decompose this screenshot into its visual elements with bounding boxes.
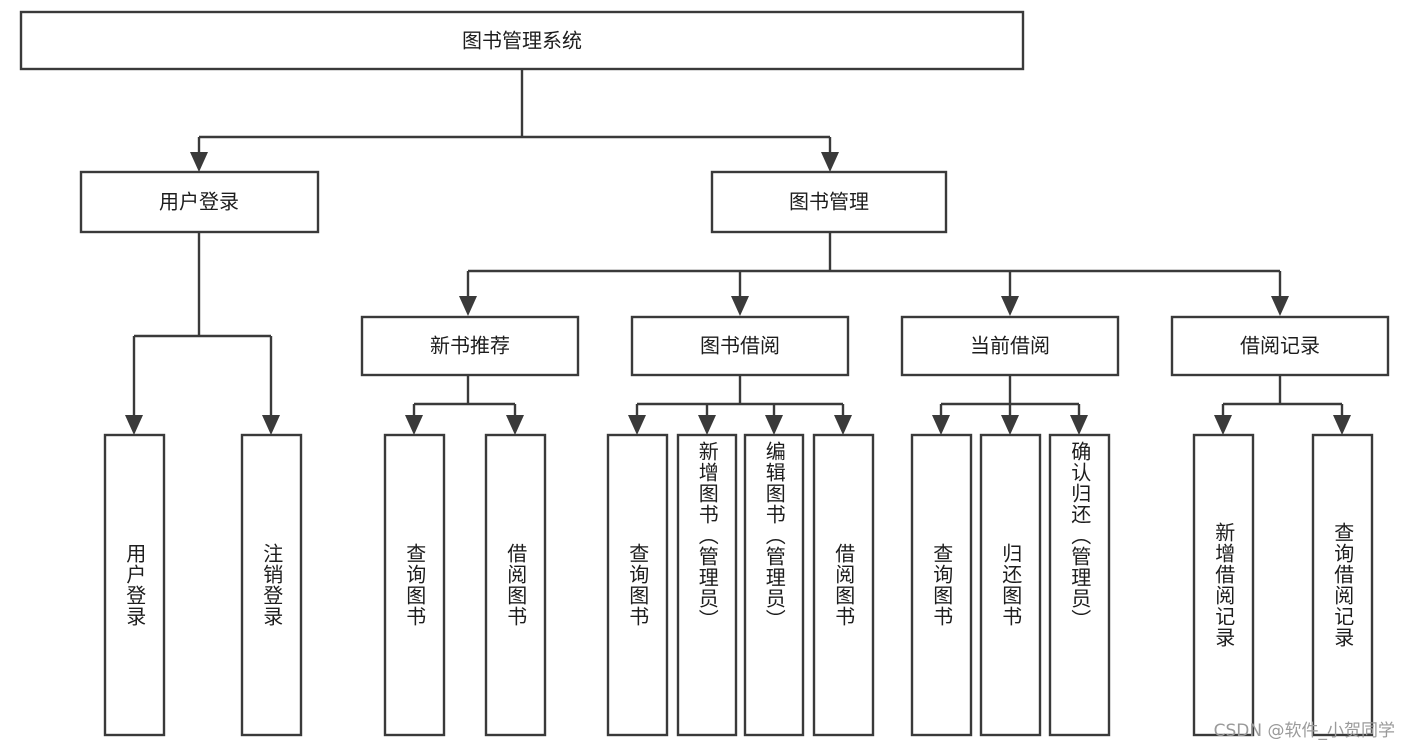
arrow-head-book-borrow [731, 296, 749, 316]
node-user-login[interactable]: 用户登录 [79, 170, 320, 234]
arrow-head-leaf-add-record [1214, 415, 1232, 435]
leaf-boxes [103, 433, 1374, 737]
node-book-borrow-box[interactable] [630, 315, 850, 377]
node-root-label: 图书管理系统 [462, 29, 582, 53]
leaf-box-borrow-book-b[interactable] [812, 433, 875, 737]
leaf-box-user-login[interactable] [103, 433, 166, 737]
connector-group-borrow-record [1214, 375, 1351, 435]
arrow-head-leaf-add-book [698, 415, 716, 435]
leaf-box-query-borrow-record[interactable] [1311, 433, 1374, 737]
node-new-book-recommend-box[interactable] [360, 315, 580, 377]
arrow-head-leaf-edit-book [765, 415, 783, 435]
node-book-borrow[interactable]: 图书借阅 [630, 315, 850, 377]
leaf-box-query-book-b[interactable] [606, 433, 669, 737]
arrow-head-leaf-borrow-book-a [506, 415, 524, 435]
arrow-head-current-borrow [1001, 296, 1019, 316]
node-new-book-recommend-label: 新书推荐 [430, 334, 510, 358]
arrow-head-leaf-borrow-book-b [834, 415, 852, 435]
node-book-borrow-label: 图书借阅 [700, 334, 780, 358]
node-borrow-record-label: 借阅记录 [1240, 334, 1320, 358]
arrow-head-leaf-logout [262, 415, 280, 435]
node-current-borrow-box[interactable] [900, 315, 1120, 377]
leaf-box-confirm-return[interactable] [1048, 433, 1111, 737]
node-borrow-record-box[interactable] [1170, 315, 1390, 377]
arrow-head-leaf-query-book-c [932, 415, 950, 435]
node-user-login-box[interactable] [79, 170, 320, 234]
connector-group-root [190, 69, 839, 172]
connector-group-user-login [125, 232, 280, 435]
node-current-borrow-label: 当前借阅 [970, 334, 1050, 358]
connector-group-new-book [405, 375, 524, 435]
arrow-head-leaf-confirm-return [1070, 415, 1088, 435]
arrow-head-borrow-record [1271, 296, 1289, 316]
leaf-box-query-book-c[interactable] [910, 433, 973, 737]
arrow-head-leaf-user-login [125, 415, 143, 435]
leaf-box-edit-book[interactable] [743, 433, 805, 737]
node-user-login-label: 用户登录 [159, 190, 239, 214]
node-new-book-recommend[interactable]: 新书推荐 [360, 315, 580, 377]
leaf-box-borrow-book-a[interactable] [484, 433, 547, 737]
leaf-box-return-book[interactable] [979, 433, 1042, 737]
arrow-head-user-login [190, 152, 208, 172]
node-root[interactable]: 图书管理系统 [19, 10, 1025, 71]
connector-group-current-borrow [932, 375, 1088, 435]
arrow-head-leaf-query-book-b [628, 415, 646, 435]
leaf-box-query-book-a[interactable] [383, 433, 446, 737]
node-book-management[interactable]: 图书管理 [710, 170, 948, 234]
node-root-box[interactable] [19, 10, 1025, 71]
arrow-head-leaf-query-record [1333, 415, 1351, 435]
node-book-management-label: 图书管理 [789, 190, 869, 214]
leaf-box-add-borrow-record[interactable] [1192, 433, 1255, 737]
arrow-head-new-book [459, 296, 477, 316]
node-current-borrow[interactable]: 当前借阅 [900, 315, 1120, 377]
leaf-box-logout[interactable] [240, 433, 303, 737]
node-borrow-record[interactable]: 借阅记录 [1170, 315, 1390, 377]
arrow-head-leaf-query-book-a [405, 415, 423, 435]
connector-group-book-mgmt [459, 232, 1289, 316]
arrow-head-leaf-return-book [1001, 415, 1019, 435]
arrow-head-book-mgmt [821, 152, 839, 172]
leaf-box-add-book[interactable] [676, 433, 738, 737]
node-book-management-box[interactable] [710, 170, 948, 234]
connector-group-book-borrow [628, 375, 852, 435]
